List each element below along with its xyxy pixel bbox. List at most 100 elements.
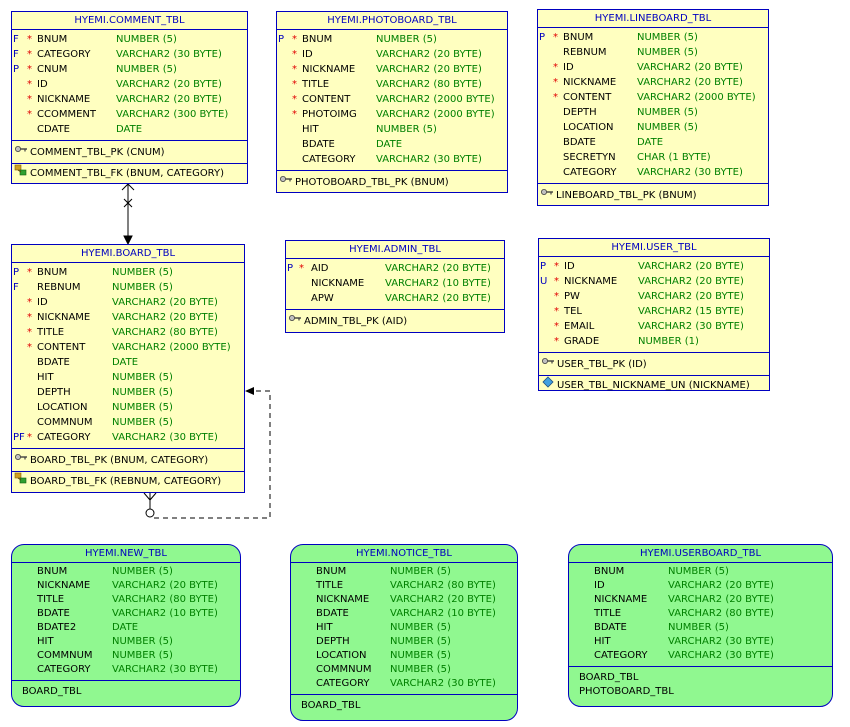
key-icon	[279, 173, 293, 193]
constraint-name: PHOTOBOARD_TBL_PK (BNUM)	[295, 177, 449, 188]
column-name: CCOMMENT	[37, 109, 96, 120]
column-name: ID	[37, 297, 48, 308]
column-name: BNUM	[563, 32, 594, 43]
column-type: VARCHAR2 (2000 BYTE)	[112, 342, 231, 353]
column-type: VARCHAR2 (20 BYTE)	[116, 94, 222, 105]
reference-list: BOARD_TBL	[12, 681, 240, 699]
column-name: CATEGORY	[37, 432, 91, 443]
referenced-table: BOARD_TBL	[301, 700, 361, 711]
column-type: DATE	[376, 139, 403, 150]
mandatory-flag: *	[553, 32, 558, 43]
table-title: HYEMI.LINEBOARD_TBL	[538, 10, 768, 28]
column-name: CDATE	[37, 124, 70, 135]
column-name: GRADE	[564, 336, 600, 347]
key-flag: F	[13, 49, 19, 60]
mandatory-flag: *	[27, 109, 32, 120]
column-name: ID	[594, 580, 605, 591]
constraint-row: ADMIN_TBL_PK (AID)	[286, 312, 504, 332]
column-row: * CCOMMENT VARCHAR2 (300 BYTE)	[12, 107, 247, 122]
column-type: VARCHAR2 (20 BYTE)	[668, 580, 774, 591]
mandatory-flag: *	[553, 77, 558, 88]
key-flag: P	[13, 267, 20, 278]
column-type: VARCHAR2 (30 BYTE)	[112, 432, 218, 443]
column-type: VARCHAR2 (20 BYTE)	[637, 62, 743, 73]
mandatory-flag: *	[554, 306, 559, 317]
constraint-row: LINEBOARD_TBL_PK (BNUM)	[538, 186, 768, 206]
mandatory-flag: *	[554, 276, 559, 287]
column-type: VARCHAR2 (300 BYTE)	[116, 109, 229, 120]
column-type: NUMBER (5)	[116, 34, 177, 45]
column-type: VARCHAR2 (80 BYTE)	[668, 608, 774, 619]
column-type: VARCHAR2 (20 BYTE)	[385, 293, 491, 304]
column-type: VARCHAR2 (20 BYTE)	[668, 594, 774, 605]
column-type: NUMBER (5)	[390, 566, 451, 577]
column-name: BNUM	[302, 34, 333, 45]
column-type: NUMBER (5)	[112, 402, 173, 413]
column-type: NUMBER (5)	[390, 664, 451, 675]
column-name: TITLE	[302, 79, 330, 90]
column-type: NUMBER (5)	[637, 122, 698, 133]
column-type: NUMBER (5)	[376, 34, 437, 45]
column-name: TEL	[564, 306, 582, 317]
column-name: DEPTH	[563, 107, 597, 118]
column-type: VARCHAR2 (30 BYTE)	[668, 636, 774, 647]
column-type: NUMBER (5)	[637, 32, 698, 43]
constraint-name: ADMIN_TBL_PK (AID)	[304, 316, 408, 327]
mandatory-flag: *	[554, 336, 559, 347]
column-type: NUMBER (5)	[112, 417, 173, 428]
constraint-name: COMMENT_TBL_PK (CNUM)	[30, 147, 165, 158]
constraint-row: COMMENT_TBL_PK (CNUM)	[12, 143, 247, 163]
column-name: BNUM	[37, 566, 68, 577]
mandatory-flag: *	[292, 64, 297, 75]
mandatory-flag: *	[27, 327, 32, 338]
view-title: HYEMI.NOTICE_TBL	[291, 545, 517, 563]
column-name: REBNUM	[37, 282, 81, 293]
column-type: VARCHAR2 (20 BYTE)	[637, 77, 743, 88]
key-flag: P	[540, 261, 547, 272]
mandatory-flag: *	[554, 261, 559, 272]
column-name: NICKNAME	[302, 64, 356, 75]
column-type: NUMBER (5)	[112, 650, 173, 661]
column-type: VARCHAR2 (30 BYTE)	[112, 664, 218, 675]
constraint-name: USER_TBL_PK (ID)	[557, 359, 647, 370]
column-name: BNUM	[316, 566, 347, 577]
column-name: HIT	[37, 636, 54, 647]
mandatory-flag: *	[299, 263, 304, 274]
key-flag: P	[278, 34, 285, 45]
column-type: NUMBER (5)	[112, 372, 173, 383]
